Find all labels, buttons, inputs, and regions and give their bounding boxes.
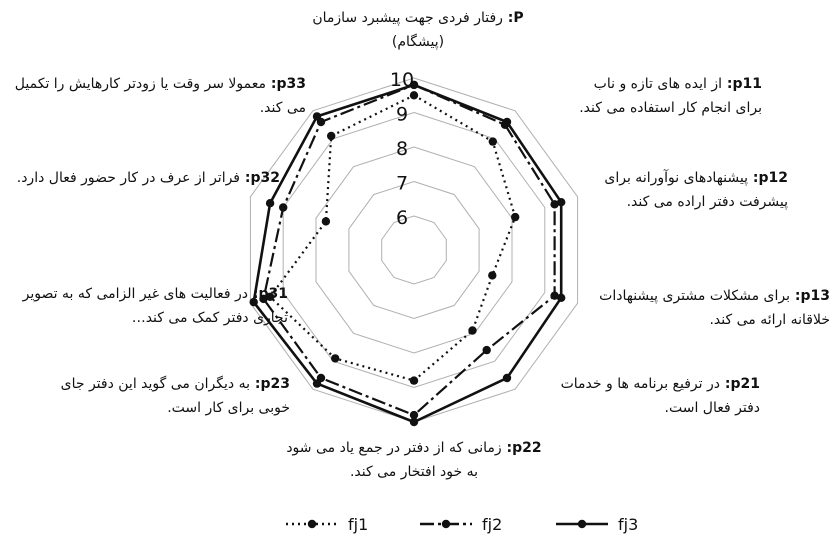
grid-ring: [282, 111, 546, 389]
category-label-p23: p23: به دیگران می گوید این دفتر جای خوبی…: [60, 376, 290, 416]
legend-marker-fj1: [307, 519, 317, 529]
legend-marker-fj3: [577, 519, 587, 529]
legend-label-fj2: fj2: [482, 515, 502, 534]
legend-label-fj3: fj3: [618, 515, 638, 534]
data-point-fj1: [265, 292, 275, 301]
data-point-fj1: [488, 271, 497, 280]
category-text: در ترفیع برنامه ها و خدمات دفتر فعال است…: [560, 376, 760, 416]
legend-marker-fj2: [441, 519, 451, 529]
data-point-fj2: [550, 291, 559, 300]
data-point-fj1: [331, 354, 340, 363]
category-label-p33: p33: معمولا سر وقت یا زودتر کارهایش را ت…: [14, 76, 306, 116]
category-text: در فعالیت های غیر الزامی که به تصویر تجا…: [22, 286, 288, 326]
data-point-fj3: [502, 373, 512, 383]
category-label-p11: p11: از ایده های تازه و ناب برای انجام ک…: [579, 76, 762, 116]
radar-series: [249, 80, 566, 427]
grid-ring: [381, 215, 447, 285]
data-point-fj3: [557, 293, 566, 302]
grid-ring: [348, 180, 480, 320]
category-code: p11: [732, 76, 762, 92]
data-point-fj1: [321, 217, 331, 226]
grid-ring: [249, 77, 579, 423]
series-line-fj1: [269, 94, 517, 382]
data-point-fj1: [409, 91, 419, 100]
category-text: زمانی که از دفتر در جمع یاد می شود به خو…: [286, 440, 502, 480]
data-point-fj2: [550, 200, 559, 209]
data-point-fj3: [502, 117, 512, 127]
tick-label: 8: [396, 138, 408, 160]
category-text: پیشنهادهای نوآورانه برای پیشرفت دفتر ارا…: [604, 170, 788, 210]
category-code: p32: [250, 170, 280, 186]
category-code: p31: [258, 286, 288, 302]
category-code: p13: [800, 288, 830, 304]
data-point-fj3: [249, 297, 258, 307]
category-label-p22: p22: زمانی که از دفتر در جمع یاد می شود …: [286, 440, 542, 480]
tick-label: 7: [396, 173, 408, 195]
data-point-fj3: [409, 80, 419, 90]
category-code: p12: [758, 170, 788, 186]
data-point-fj1: [327, 131, 336, 141]
category-label-p32: p32: فراتر از عرف در کار حضور فعال دارد.: [16, 170, 280, 186]
data-point-fj2: [259, 294, 268, 304]
category-text: به دیگران می گوید این دفتر جای خوبی برای…: [60, 376, 290, 416]
data-point-fj1: [409, 376, 419, 385]
grid-ring: [315, 146, 513, 354]
data-point-fj3: [557, 198, 566, 207]
category-label-p12: p12: پیشنهادهای نوآورانه برای پیشرفت دفت…: [604, 170, 788, 210]
tick-label: 6: [396, 207, 408, 229]
category-label-p31: p31: در فعالیت های غیر الزامی که به تصوی…: [22, 286, 288, 326]
data-point-fj3: [312, 112, 322, 121]
category-text: معمولا سر وقت یا زودتر کارهایش را تکمیل …: [14, 76, 306, 116]
category-code: p23: [260, 376, 290, 392]
radar-grid: [249, 77, 579, 423]
category-label-p13: p13: برای مشکلات مشتری پیشنهادات خلاقانه…: [599, 288, 830, 328]
category-text: رفتار فردی جهت پیشبرد سازمان (پیشگام): [312, 10, 503, 50]
category-code: p33: [276, 76, 306, 92]
category-label-p21: p21: در ترفیع برنامه ها و خدمات دفتر فعا…: [560, 376, 760, 416]
category-code: p21: [730, 376, 760, 392]
category-label-P: P: رفتار فردی جهت پیشبرد سازمان (پیشگام): [312, 10, 524, 50]
data-point-fj2: [409, 410, 419, 420]
legend: fj1 fj2 fj3: [286, 515, 638, 534]
category-text: از ایده های تازه و ناب برای انجام کار اس…: [579, 76, 762, 116]
data-point-fj1: [488, 137, 497, 146]
category-code: p22: [512, 440, 542, 456]
tick-label: 9: [396, 104, 408, 126]
data-point-fj1: [468, 326, 477, 335]
data-point-fj3: [312, 379, 322, 388]
data-point-fj3: [409, 417, 419, 427]
category-code: P: [513, 10, 524, 26]
category-text: برای مشکلات مشتری پیشنهادات خلاقانه ارائ…: [599, 288, 830, 328]
data-point-fj3: [265, 199, 275, 208]
data-point-fj2: [482, 345, 491, 355]
data-point-fj1: [511, 212, 520, 222]
legend-label-fj1: fj1: [348, 515, 368, 534]
category-text: فراتر از عرف در کار حضور فعال دارد.: [16, 170, 240, 186]
data-point-fj2: [279, 203, 288, 212]
